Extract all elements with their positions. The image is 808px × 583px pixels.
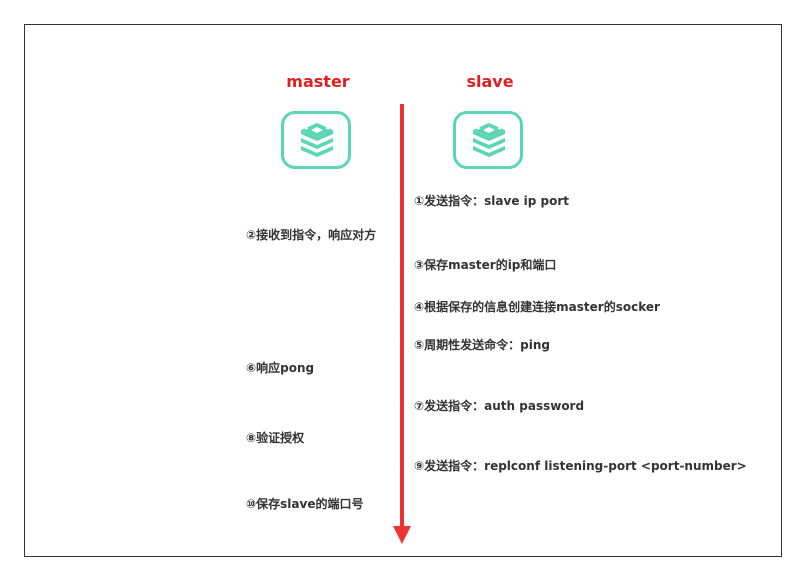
master-node xyxy=(281,111,351,169)
slave-title: slave xyxy=(466,72,514,91)
redis-logo-icon xyxy=(473,123,505,157)
step-7-label: ⑦发送指令：auth password xyxy=(414,399,585,413)
timeline-arrow-shaft xyxy=(400,104,404,529)
step-5-label: ⑤周期性发送命令：ping xyxy=(414,338,550,352)
step-8-label: ⑧验证授权 xyxy=(246,431,305,445)
step-9-label: ⑨发送指令：replconf listening-port <port-numb… xyxy=(414,459,747,473)
step-10-label: ⑩保存slave的端口号 xyxy=(246,497,364,511)
step-6-label: ⑥响应pong xyxy=(246,361,315,375)
timeline-arrow-head xyxy=(393,526,411,544)
step-4-label: ④根据保存的信息创建连接master的socker xyxy=(414,300,660,314)
redis-logo-icon xyxy=(301,123,333,157)
slave-node xyxy=(453,111,523,169)
step-3-label: ③保存master的ip和端口 xyxy=(414,258,557,272)
step-2-label: ②接收到指令，响应对方 xyxy=(246,228,377,242)
master-title: master xyxy=(286,72,350,91)
step-1-label: ①发送指令：slave ip port xyxy=(414,194,570,208)
